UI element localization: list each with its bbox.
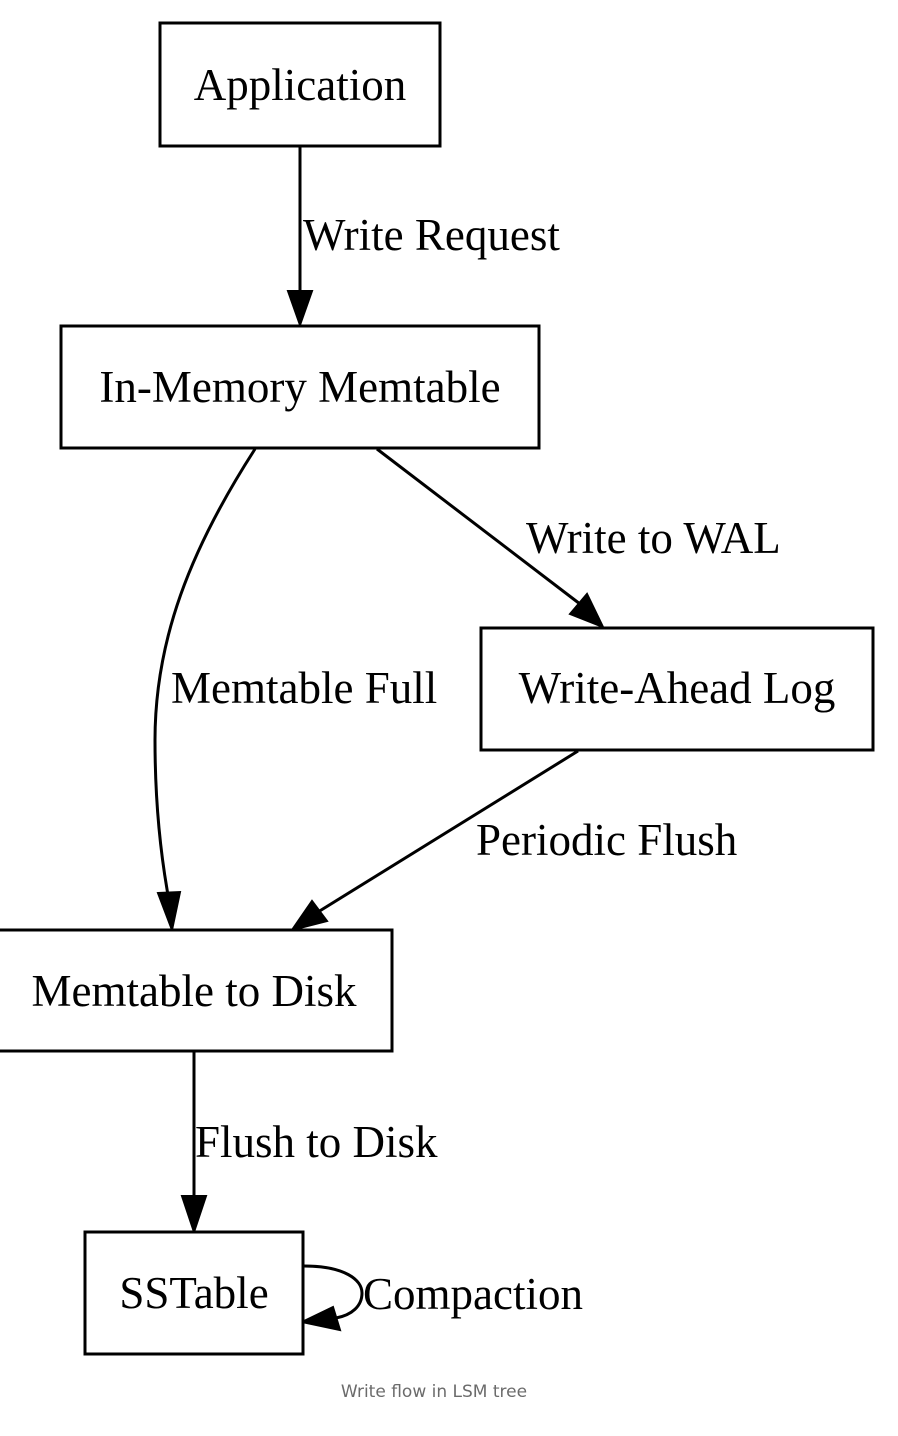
edge-line — [376, 447, 581, 606]
node-label-in-memory-memtable: In-Memory Memtable — [99, 362, 500, 412]
edge-write-to-wal: Write to WAL — [376, 447, 781, 629]
edge-label-flush-to-disk: Flush to Disk — [195, 1117, 438, 1167]
node-in-memory-memtable: In-Memory Memtable — [59, 324, 541, 450]
lsm-write-flow-diagram: Write Request Write to WAL Memtable Full… — [0, 21, 875, 1356]
arrowhead-icon — [180, 1195, 208, 1236]
node-label-application: Application — [194, 60, 406, 110]
edge-line — [153, 448, 257, 896]
node-application: Application — [158, 21, 442, 148]
edge-label-memtable-full: Memtable Full — [171, 663, 437, 713]
arrowhead-icon — [298, 1305, 342, 1332]
edge-label-compaction: Compaction — [363, 1269, 583, 1319]
node-label-sstable: SSTable — [119, 1268, 268, 1318]
arrowhead-icon — [286, 290, 314, 329]
edge-label-write-to-wal: Write to WAL — [526, 513, 781, 563]
node-label-write-ahead-log: Write-Ahead Log — [519, 663, 836, 713]
arrowhead-icon — [568, 592, 606, 629]
edge-line — [317, 749, 579, 914]
edge-flush-to-disk: Flush to Disk — [180, 1052, 438, 1236]
figure-caption: Write flow in LSM tree — [340, 1382, 528, 1402]
edge-memtable-full: Memtable Full — [153, 448, 437, 934]
node-memtable-to-disk: Memtable to Disk — [0, 928, 394, 1053]
edge-write-request: Write Request — [286, 147, 560, 329]
edge-compaction: Compaction — [298, 1264, 583, 1332]
arrowhead-icon — [156, 890, 182, 934]
node-sstable: SSTable — [83, 1230, 305, 1356]
edge-periodic-flush: Periodic Flush — [289, 749, 737, 932]
node-label-memtable-to-disk: Memtable to Disk — [32, 966, 357, 1016]
arrowhead-icon — [289, 899, 329, 932]
edge-line — [303, 1264, 364, 1320]
node-write-ahead-log: Write-Ahead Log — [479, 626, 875, 752]
edge-label-periodic-flush: Periodic Flush — [476, 815, 737, 865]
edge-label-write-request: Write Request — [303, 210, 560, 260]
